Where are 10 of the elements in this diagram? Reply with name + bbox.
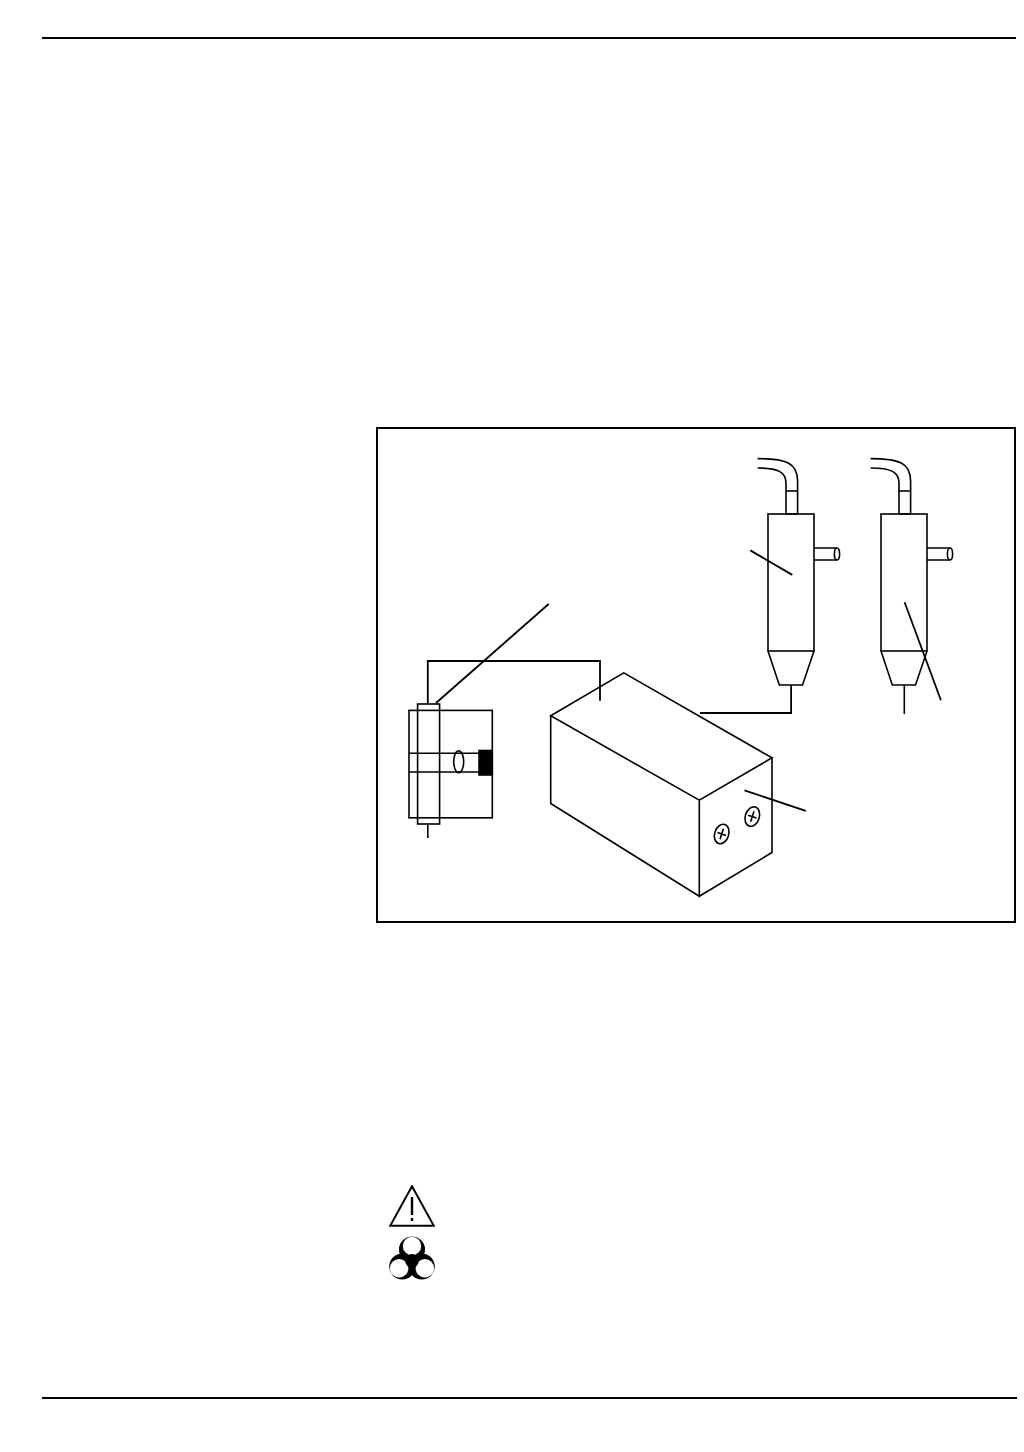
optical-cell-drawing <box>407 703 494 839</box>
leader-line <box>903 601 942 702</box>
leader-line <box>743 789 807 812</box>
instrument-box-drawing <box>549 671 774 898</box>
cable-line <box>699 684 792 714</box>
cable-line <box>426 660 601 705</box>
leader-line <box>749 549 794 576</box>
leader-line <box>435 603 550 704</box>
probe-drawing <box>756 457 841 687</box>
probe-drawing <box>869 457 954 715</box>
